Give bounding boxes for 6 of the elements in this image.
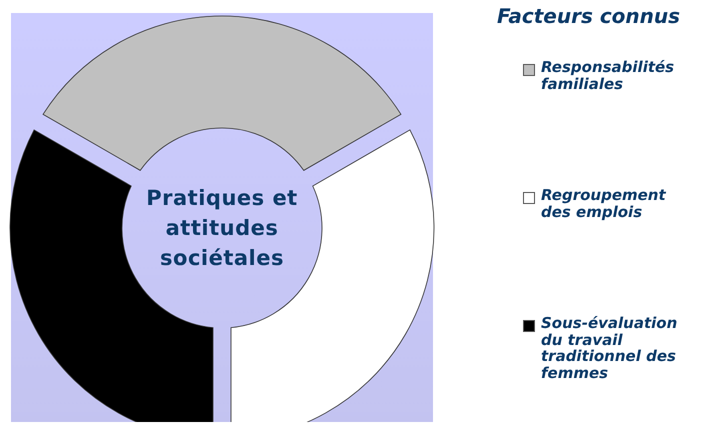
legend-label: Regroupement des emplois [541,187,667,220]
center-label: Pratiques et attitudes sociétales [145,185,299,272]
legend-label: Responsabilités familiales [541,59,676,92]
legend-label: Sous-évaluation du travail traditionnel des femmes [541,315,678,381]
ring-segment [42,16,402,171]
legend-title: Facteurs connus [497,4,680,28]
